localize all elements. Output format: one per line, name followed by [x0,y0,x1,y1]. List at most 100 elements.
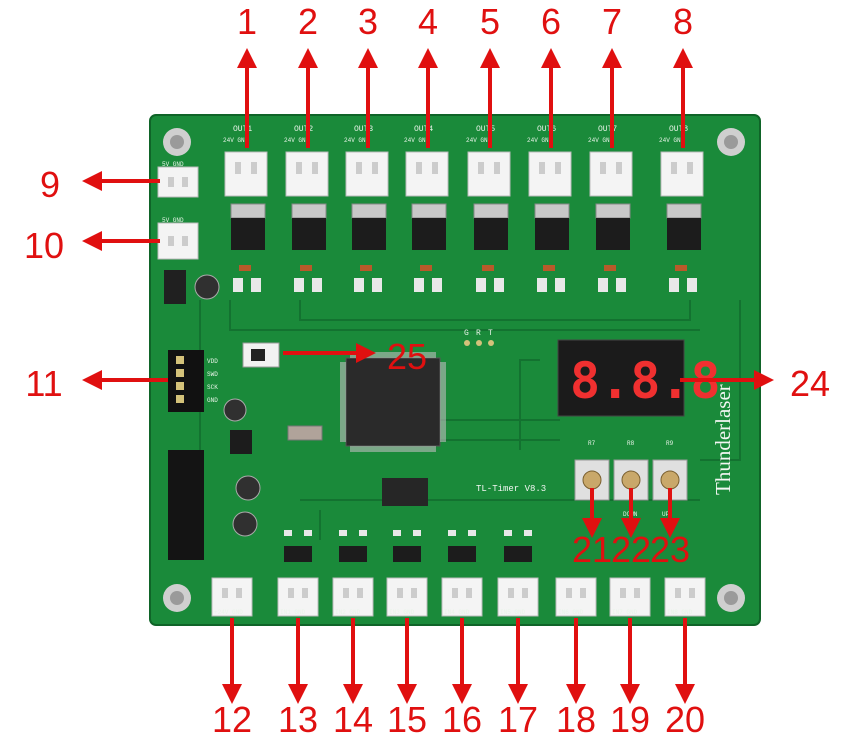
mosfet-tab-2 [291,203,327,219]
bottom-callout-3: 15 [387,699,427,740]
output-channel-7: OUT7 24V GND [588,125,633,292]
input-channel-0: +24V GND [211,577,253,617]
output-pins-5: 24V GND [466,137,492,144]
output-channel-3: OUT3 24V GND [344,125,389,292]
version-label: TL-Timer V8.3 [476,484,546,494]
slide-switch [242,342,280,368]
input-label-7: IN7 GND [612,609,638,616]
output-pins-7: 24V GND [588,137,614,144]
input-connector-8 [664,577,706,617]
mounting-holes [163,128,745,612]
mosfet-3 [352,218,386,250]
mosfet-5 [474,218,508,250]
top-callout-5: 5 [480,1,500,42]
switch-callout-25: 25 [387,336,427,377]
input-channel-7: IN7 GND [609,577,651,617]
button-ref-1: R7 [588,440,596,447]
seven-segment-display: 8.8.8 [557,339,721,417]
output-channel-6: OUT6 24V GND [527,125,572,292]
power-connectors: 5V GND 5V GND [157,161,199,260]
output-pins-3: 24V GND [344,137,370,144]
input-label-0: +24V GND [214,609,243,616]
mosfet-tab-6 [534,203,570,219]
mosfet-tab-4 [411,203,447,219]
power-connector-1 [157,166,199,198]
prog-pin-gnd: GND [207,397,218,404]
input-channel-4: IN4 GND [441,530,483,617]
optocoupler-4 [448,546,476,562]
expansion-header [168,450,204,560]
debug-label-r: R [476,329,481,338]
driver-chip [382,478,428,506]
input-connector-5 [497,577,539,617]
bottom-callout-5: 17 [498,699,538,740]
input-channel-5: IN5 GND [497,530,539,617]
button-callout-1: 21 [572,529,612,570]
prog-pin-vdd: VDD [207,358,218,365]
power-connector-2 [157,222,199,260]
input-channel-1: IN1 GND [277,530,319,617]
button-ref-2: R8 [627,440,635,447]
mosfet-1 [231,218,265,250]
button-callout-2: 22 [611,529,651,570]
input-channel-6: IN6 GND [555,577,597,617]
input-connector-3 [386,577,428,617]
prog-pin-sck: SCK [207,384,218,391]
output-pins-2: 24V GND [284,137,310,144]
debug-label-g: G [464,329,469,338]
button-sub-3: UP [662,511,670,518]
mosfet-tab-3 [351,203,387,219]
tactile-buttons: R7R8DOWNR9UP [574,440,688,518]
optocoupler-3 [393,546,421,562]
bottom-callout-4: 16 [442,699,482,740]
input-connector-4 [441,577,483,617]
top-callout-2: 2 [298,1,318,42]
mosfet-2 [292,218,326,250]
input-channel-2: IN2 GND [332,530,374,617]
output-label-7: OUT7 [598,125,617,134]
output-label-1: OUT1 [233,125,252,134]
output-connector-4 [405,151,449,197]
output-label-6: OUT6 [537,125,556,134]
brand-label: Thunderlaser [711,384,735,495]
input-label-4: IN4 GND [444,609,470,616]
right-callout-24: 24 [790,363,830,404]
mosfet-tab-8 [666,203,702,219]
bottom-callout-7: 19 [610,699,650,740]
output-pins-8: 24V GND [659,137,685,144]
input-connector-2 [332,577,374,617]
bottom-callout-1: 13 [278,699,318,740]
debug-label-t: T [488,329,493,338]
bottom-callout-0: 12 [212,699,252,740]
button-ref-3: R9 [666,440,674,447]
mosfet-7 [596,218,630,250]
output-pins-4: 24V GND [404,137,430,144]
prog-pin-swd: SWD [207,371,218,378]
input-label-3: IN3 GND [389,609,415,616]
mosfet-tab-1 [230,203,266,219]
output-label-3: OUT3 [354,125,373,134]
output-pins-6: 24V GND [527,137,553,144]
output-label-8: OUT8 [669,125,688,134]
output-label-2: OUT2 [294,125,313,134]
bottom-callout-2: 14 [333,699,373,740]
left-callout-11: 11 [25,363,62,404]
top-callout-7: 7 [602,1,622,42]
output-channel-2: OUT2 24V GND [284,125,329,292]
microcontroller [340,352,446,452]
input-label-5: IN5 GND [500,609,526,616]
input-connector-1 [277,577,319,617]
bottom-callout-6: 18 [556,699,596,740]
output-pins-1: 24V GND [223,137,249,144]
input-connector-0 [211,577,253,617]
top-callout-4: 4 [418,1,438,42]
button-callout-3: 23 [650,529,690,570]
input-channel-3: IN3 GND [386,530,428,617]
debug-header: G R T [464,329,494,346]
